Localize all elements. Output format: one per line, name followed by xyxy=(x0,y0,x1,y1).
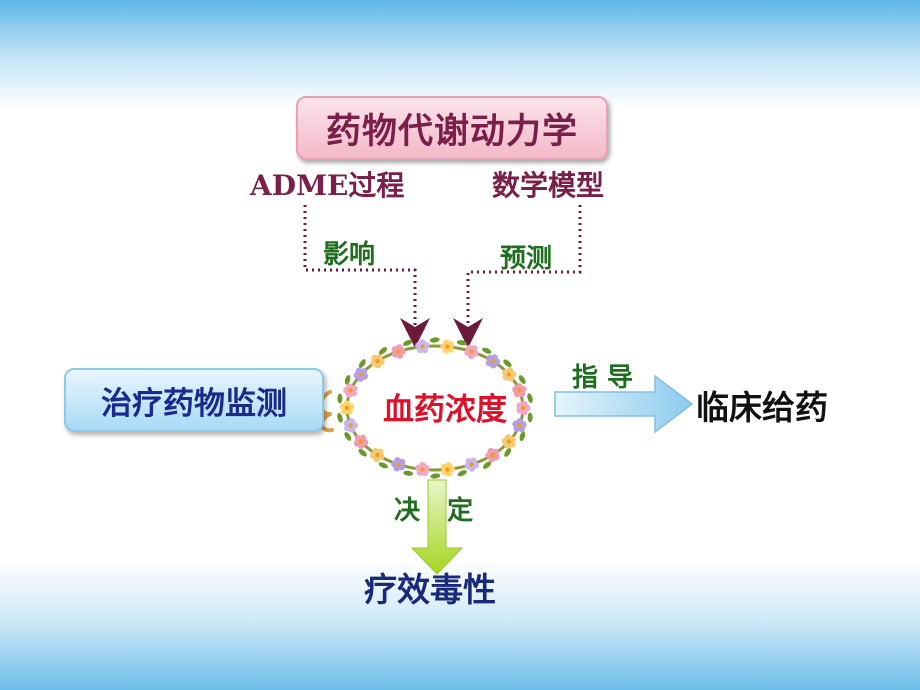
clinical-dosing-label: 临床给药 xyxy=(696,388,828,427)
tdm-box: 治疗药物监测 xyxy=(64,368,324,432)
wreath-flower xyxy=(512,383,527,398)
title-text: 药物代谢动力学 xyxy=(325,111,578,152)
guide-label: 指 导 xyxy=(572,363,634,393)
predict-label: 预测 xyxy=(500,244,553,274)
efficacy-toxicity-label: 疗效毒性 xyxy=(364,570,496,609)
wreath-flower xyxy=(464,457,479,472)
blood-concentration-label: 血药浓度 xyxy=(383,392,507,428)
wreath-flower xyxy=(353,367,368,382)
pharmacokinetics-title: 药物代谢动力学 xyxy=(296,96,608,160)
wreath-flower xyxy=(464,344,479,359)
influence-label: 影响 xyxy=(323,240,376,270)
wreath-flower xyxy=(391,457,406,472)
guide-arrow xyxy=(554,374,694,434)
wreath-flower xyxy=(353,434,369,449)
wreath-flower xyxy=(502,367,517,382)
wreath-flower xyxy=(440,339,455,354)
math-model-label: 数学模型 xyxy=(492,169,605,202)
wreath-flower xyxy=(501,434,516,449)
influence-arrow xyxy=(303,205,430,348)
wreath-flower xyxy=(485,447,500,463)
wreath-flower xyxy=(516,400,531,416)
wreath-flower xyxy=(343,383,358,398)
tdm-text: 治疗药物监测 xyxy=(101,385,287,422)
decide-label: 决 定 xyxy=(394,496,474,526)
wreath-flower xyxy=(512,418,527,433)
wreath-flower xyxy=(370,447,385,463)
wreath-flower xyxy=(440,462,455,477)
wreath-flower xyxy=(370,354,385,369)
wreath-flower xyxy=(343,418,358,433)
adme-label: ADME过程 xyxy=(250,169,405,202)
decide-arrow xyxy=(410,479,464,575)
wreath-flower xyxy=(415,339,430,354)
wreath-flower xyxy=(485,354,500,369)
wreath-flower xyxy=(339,400,355,415)
wreath-flower xyxy=(391,344,406,359)
wreath-flower xyxy=(415,462,430,477)
flower-wreath xyxy=(337,337,533,479)
